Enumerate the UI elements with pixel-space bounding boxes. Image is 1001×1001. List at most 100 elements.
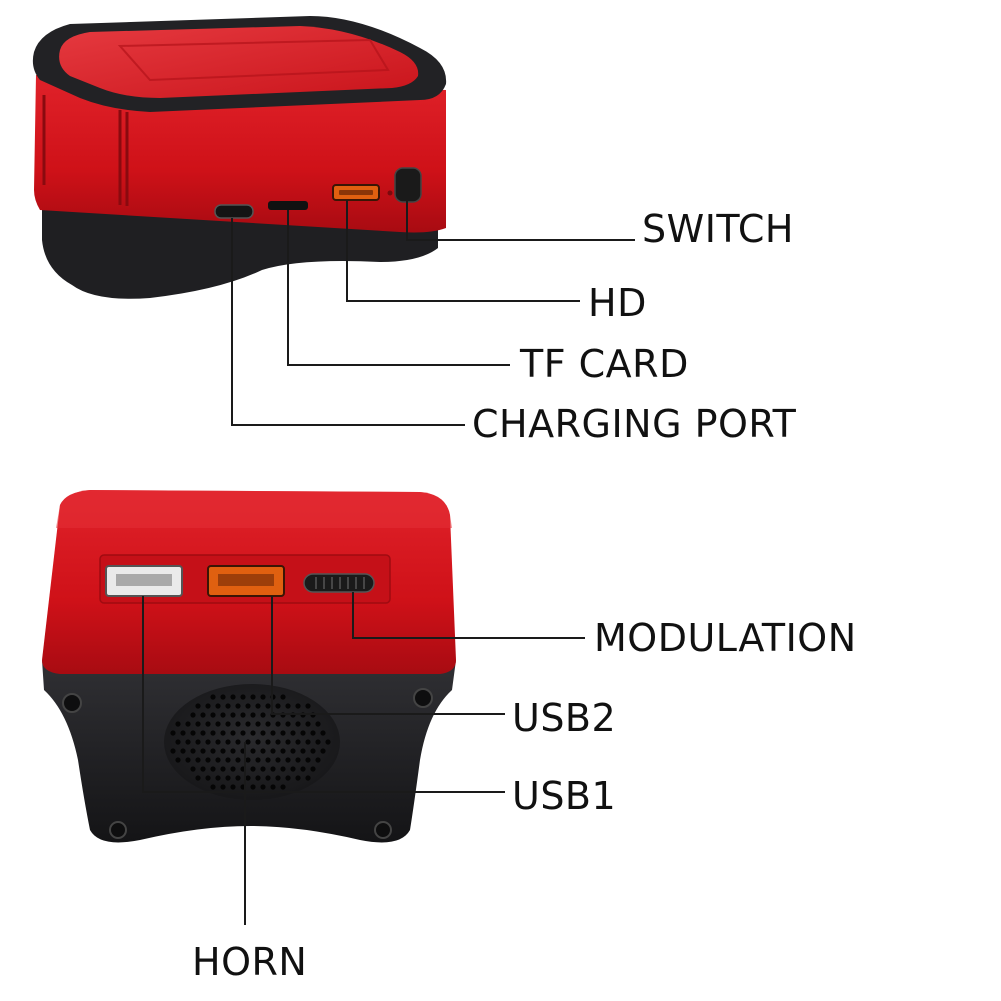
grill-hole (275, 703, 281, 709)
grill-hole (270, 730, 276, 736)
grill-hole (260, 730, 266, 736)
side-vents (42, 95, 129, 206)
grill-hole (245, 757, 251, 763)
grill-hole (255, 739, 261, 745)
grill-hole (250, 712, 256, 718)
grill-hole (305, 775, 311, 781)
grill-hole (315, 757, 321, 763)
grill-hole (215, 775, 221, 781)
grill-hole (265, 775, 271, 781)
grill-hole (250, 766, 256, 772)
label-hd: HD (588, 281, 647, 325)
grill-hole (260, 694, 266, 700)
grill-hole (240, 694, 246, 700)
grill-hole (315, 739, 321, 745)
grill-hole (320, 730, 326, 736)
grill-hole (295, 775, 301, 781)
grill-hole (220, 766, 226, 772)
grill-hole (210, 694, 216, 700)
charging-port-icon (214, 204, 254, 219)
grill-hole (230, 766, 236, 772)
grill-hole (310, 748, 316, 754)
label-usb2: USB2 (512, 696, 616, 740)
grill-hole (275, 757, 281, 763)
grill-hole (205, 739, 211, 745)
grill-hole (295, 739, 301, 745)
grill-hole (310, 766, 316, 772)
grill-hole (305, 721, 311, 727)
grill-hole (235, 775, 241, 781)
label-tf-card: TF CARD (519, 342, 689, 386)
grill-hole (315, 721, 321, 727)
grill-hole (290, 730, 296, 736)
speaker-grill-holes (170, 694, 331, 790)
grill-hole (200, 748, 206, 754)
grill-hole (295, 703, 301, 709)
grill-hole (290, 748, 296, 754)
grill-hole (185, 721, 191, 727)
grill-hole (195, 757, 201, 763)
grill-hole (305, 739, 311, 745)
grill-hole (300, 730, 306, 736)
grill-hole (300, 766, 306, 772)
screw-hole-tr (413, 688, 433, 708)
grill-hole (245, 721, 251, 727)
grill-hole (280, 730, 286, 736)
grill-hole (190, 766, 196, 772)
label-switch: SWITCH (642, 207, 794, 251)
grill-hole (210, 730, 216, 736)
grill-hole (310, 730, 316, 736)
switch-leader (406, 200, 635, 241)
tf-card-slot-icon (268, 201, 308, 210)
grill-hole (280, 784, 286, 790)
grill-hole (285, 703, 291, 709)
grill-hole (240, 712, 246, 718)
grill-hole (210, 748, 216, 754)
switch-button-icon (394, 167, 422, 203)
grill-hole (305, 703, 311, 709)
grill-hole (200, 712, 206, 718)
grill-hole (255, 721, 261, 727)
grill-hole (180, 730, 186, 736)
grill-hole (220, 694, 226, 700)
grill-hole (325, 739, 331, 745)
grill-hole (195, 775, 201, 781)
grill-hole (250, 748, 256, 754)
label-usb1: USB1 (512, 774, 616, 818)
grill-hole (215, 739, 221, 745)
grill-hole (240, 730, 246, 736)
grill-hole (225, 757, 231, 763)
grill-hole (205, 721, 211, 727)
grill-hole (205, 703, 211, 709)
grill-hole (275, 721, 281, 727)
label-horn: HORN (192, 940, 307, 984)
grill-hole (220, 730, 226, 736)
bottom-device-view (42, 490, 456, 843)
grill-hole (280, 694, 286, 700)
grill-hole (215, 757, 221, 763)
modulation-leader (352, 592, 585, 639)
usb2-leader (271, 596, 505, 715)
grill-hole (285, 757, 291, 763)
grill-hole (220, 748, 226, 754)
grill-hole (255, 757, 261, 763)
screw-hole-tl (62, 693, 82, 713)
grill-hole (225, 775, 231, 781)
grill-hole (230, 784, 236, 790)
grill-hole (235, 739, 241, 745)
grill-hole (260, 766, 266, 772)
grill-hole (305, 757, 311, 763)
grill-hole (230, 730, 236, 736)
grill-hole (245, 775, 251, 781)
grill-hole (190, 712, 196, 718)
grill-hole (275, 775, 281, 781)
grill-hole (170, 730, 176, 736)
grill-hole (225, 721, 231, 727)
charging-port-leader (231, 218, 465, 426)
grill-hole (195, 739, 201, 745)
grill-hole (210, 766, 216, 772)
hd-leader (346, 200, 580, 302)
grill-hole (230, 712, 236, 718)
grill-hole (205, 757, 211, 763)
grill-hole (245, 739, 251, 745)
